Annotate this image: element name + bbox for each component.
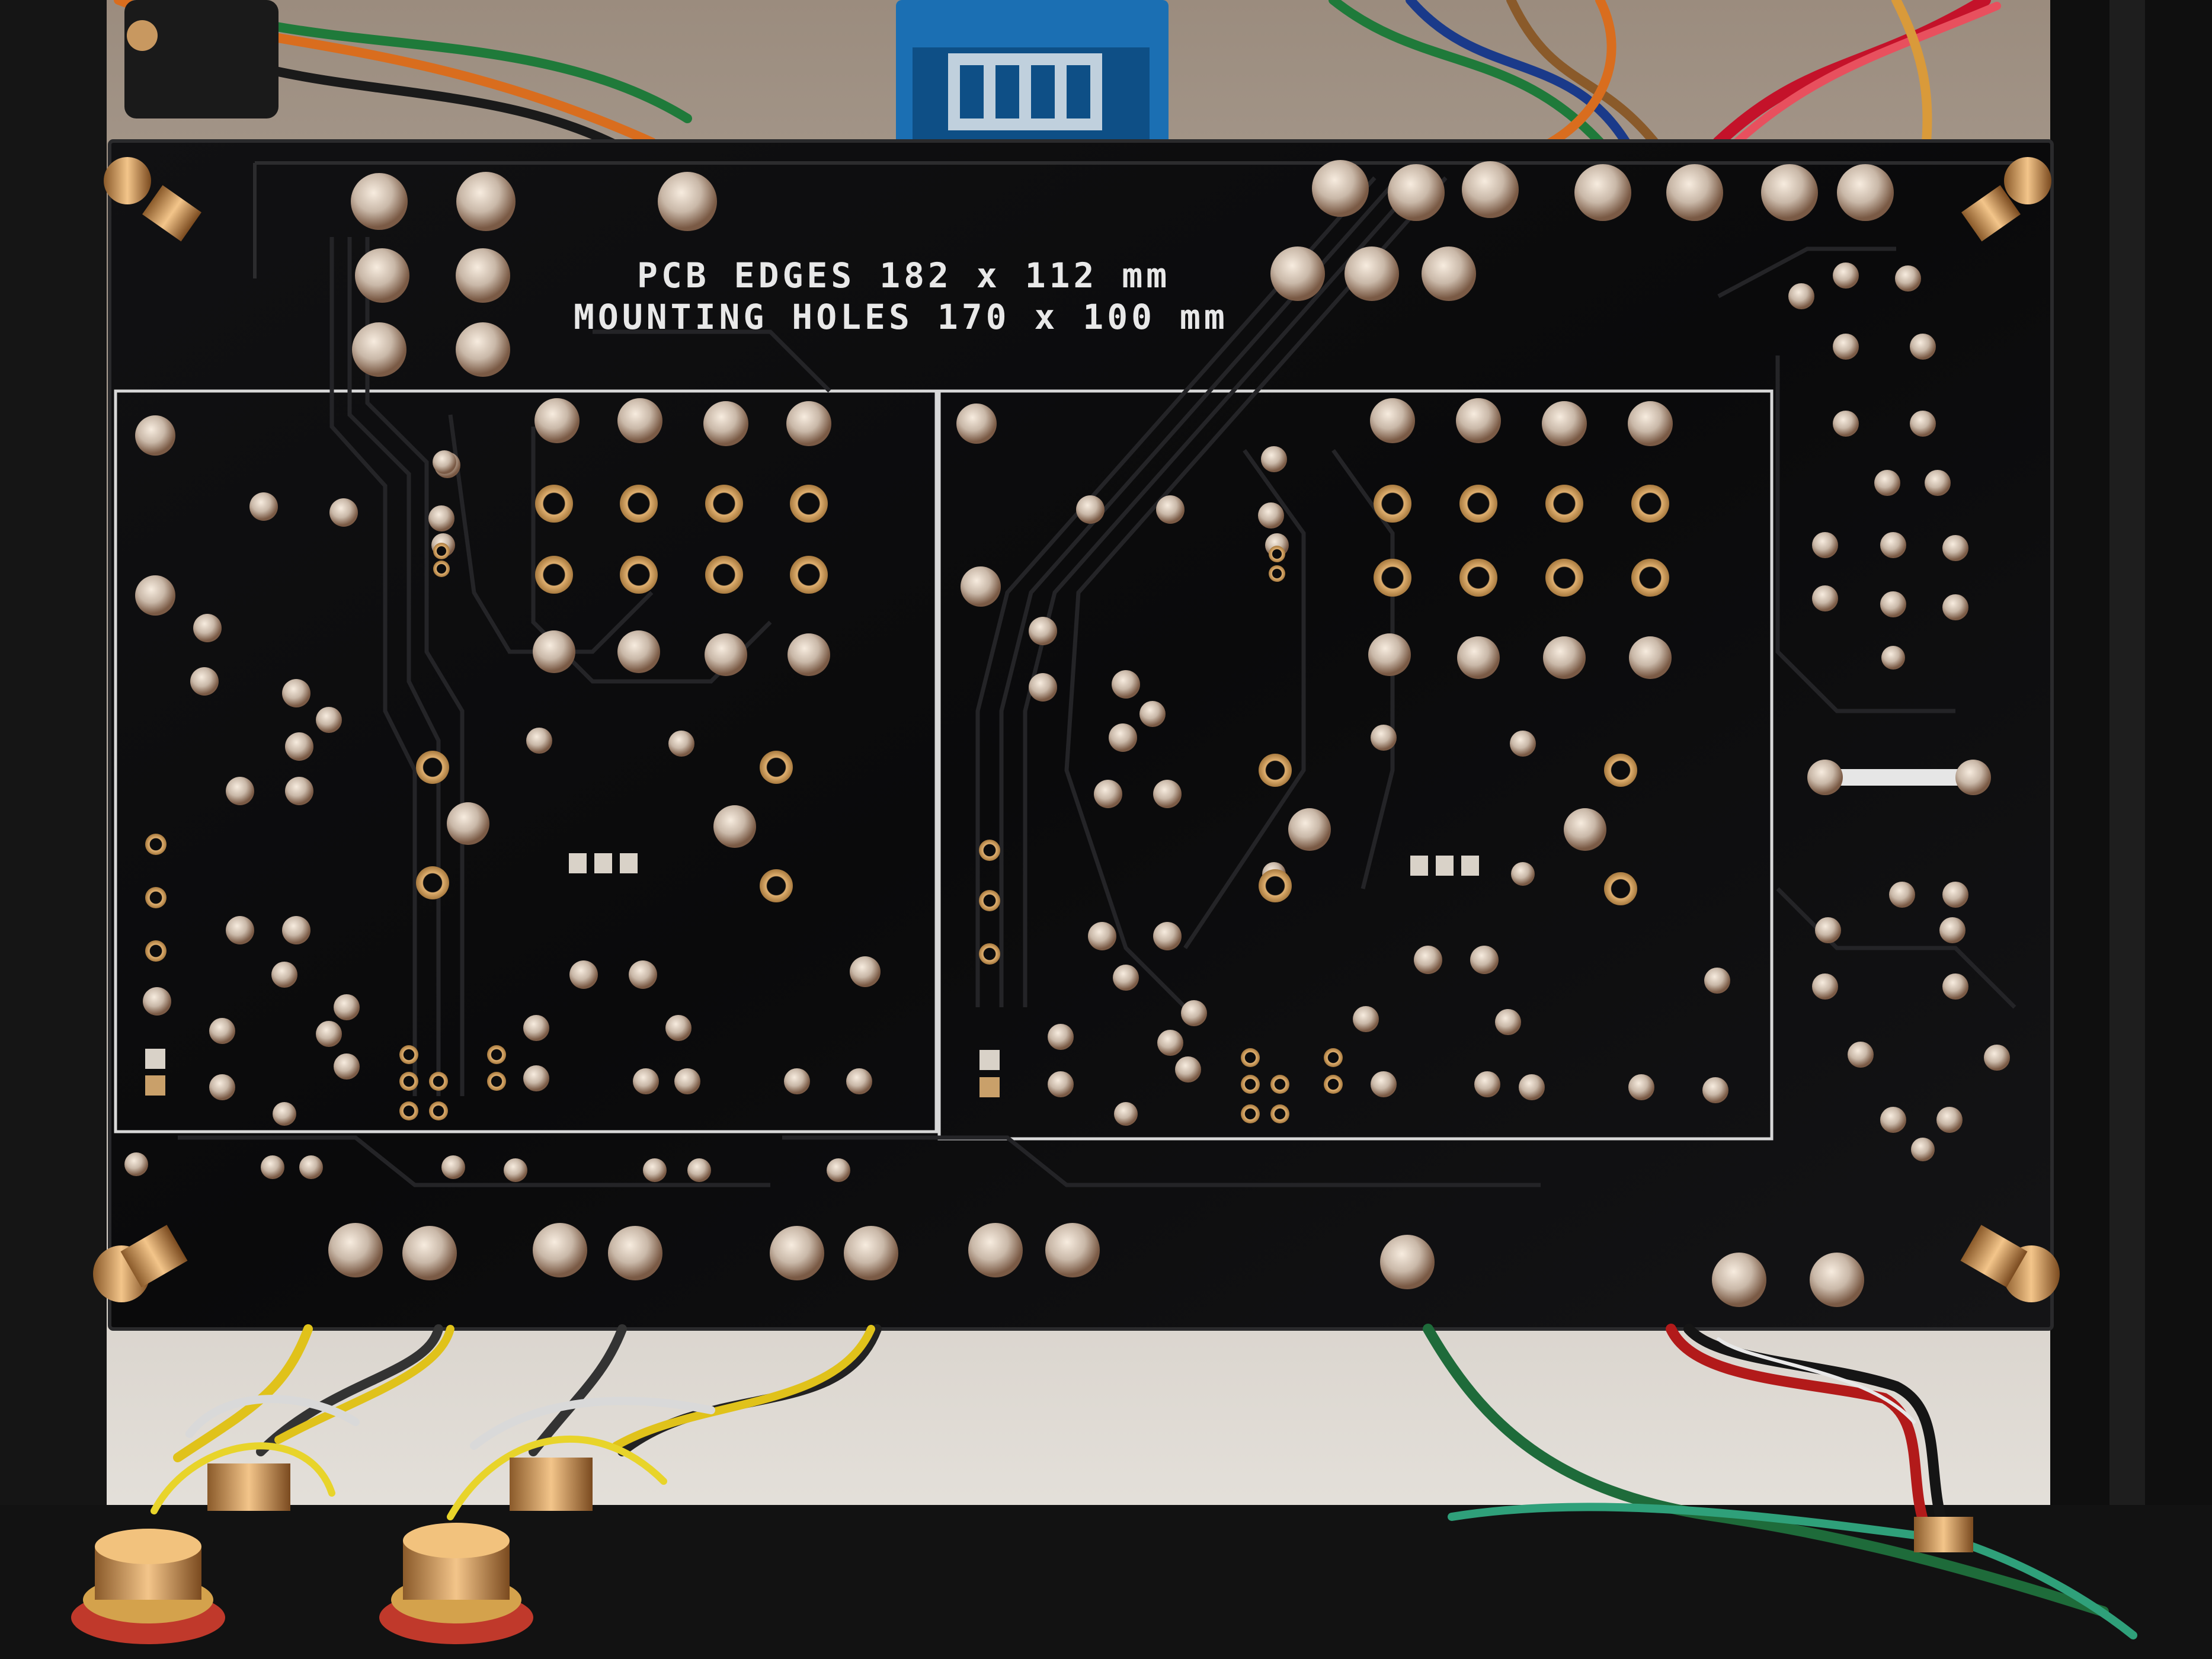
solder-joints-large xyxy=(135,160,1894,1307)
silkscreen-text: PCB EDGES 182 x 112 mm MOUNTING HOLES 17… xyxy=(574,255,1228,337)
square-pads xyxy=(145,853,1479,1070)
pcb-traces xyxy=(178,176,2016,1187)
silkscreen-mounting-holes: MOUNTING HOLES 170 x 100 mm xyxy=(574,297,1228,337)
standoffs xyxy=(93,157,2060,1302)
binding-posts xyxy=(71,1458,1973,1644)
plated-holes xyxy=(145,485,1669,1123)
silkscreen-outlines xyxy=(114,161,2015,1141)
bottom-wires xyxy=(151,1324,2137,1639)
jumper-wire xyxy=(1807,760,1991,795)
solder-joints-small xyxy=(124,262,2010,1182)
connector-block xyxy=(124,0,278,118)
left-rail xyxy=(0,0,107,1659)
rear-plate xyxy=(0,1505,2212,1659)
relay xyxy=(896,0,1169,148)
silkscreen-pcb-edges: PCB EDGES 182 x 112 mm xyxy=(637,255,1170,296)
